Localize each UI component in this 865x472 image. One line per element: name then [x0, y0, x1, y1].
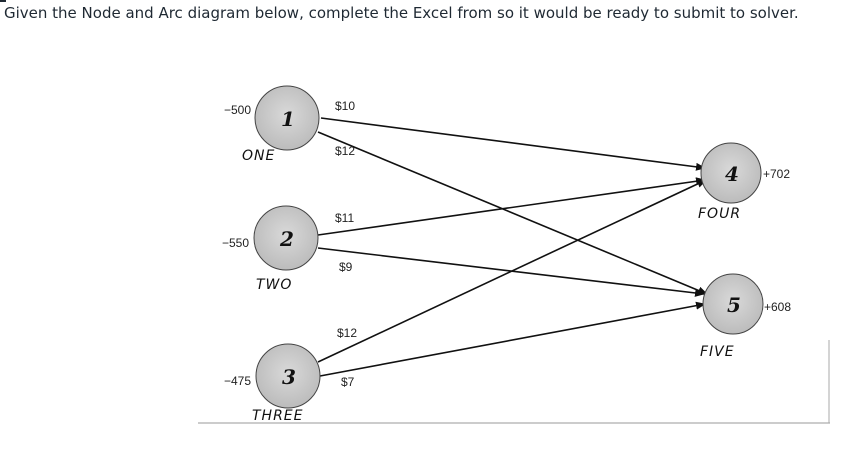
node-label: 3	[282, 365, 296, 389]
node-2: 2 TWO −550	[222, 205, 319, 293]
node-label: 2	[279, 227, 294, 251]
node-4: 4 FOUR +702	[698, 142, 790, 222]
arc-1-5	[317, 131, 708, 295]
arc-3-5	[319, 301, 706, 377]
arc-cost-2-5: $9	[339, 260, 353, 274]
node-label: 1	[281, 107, 295, 131]
arc-cost-3-4: $12	[337, 326, 357, 340]
arc-1-4	[320, 117, 706, 171]
node-name: THREE	[252, 408, 304, 424]
node-3: 3 THREE −475	[224, 343, 321, 424]
node-supply: +608	[764, 300, 791, 314]
node-5: 5 FIVE +608	[700, 273, 791, 360]
node-name: FIVE	[700, 344, 735, 360]
arc-2-4	[317, 177, 706, 236]
arc-3-4	[317, 179, 707, 363]
node-label: 5	[727, 293, 741, 317]
top-rule	[0, 0, 6, 2]
question-text: Given the Node and Arc diagram below, co…	[4, 4, 799, 22]
arc-cost-1-4: $10	[335, 99, 355, 113]
node-supply: +702	[763, 167, 790, 181]
node-supply: −500	[224, 103, 251, 117]
node-1: 1 ONE −500	[224, 85, 320, 164]
arc-cost-1-5: $12	[335, 144, 355, 158]
node-label: 4	[725, 162, 739, 186]
node-supply: −475	[224, 374, 251, 388]
arcs	[317, 117, 708, 377]
node-name: FOUR	[698, 206, 741, 222]
arc-cost-2-4: $11	[335, 211, 354, 225]
node-name: TWO	[256, 277, 292, 293]
arc-cost-3-5: $7	[341, 375, 355, 389]
node-supply: −550	[222, 236, 249, 250]
node-name: ONE	[242, 148, 275, 164]
